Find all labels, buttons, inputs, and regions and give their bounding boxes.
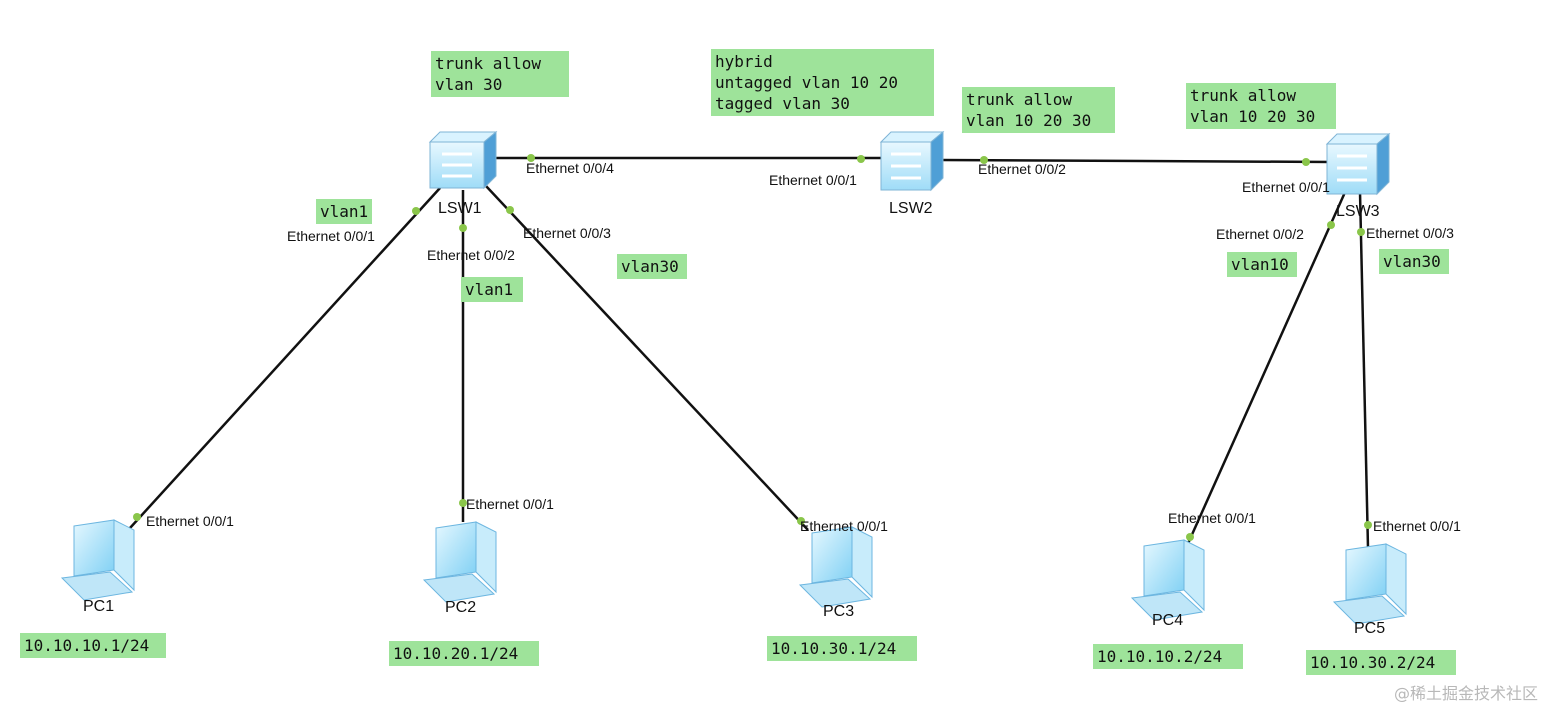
watermark: @稀土掘金技术社区	[1393, 684, 1538, 703]
port-dot	[459, 499, 467, 507]
port-dot	[857, 155, 865, 163]
pc1-ip-note: 10.10.10.1/24	[20, 633, 166, 658]
pc-icon[interactable]	[798, 526, 873, 608]
port-dot	[980, 156, 988, 164]
link-lsw1-pc3	[485, 185, 809, 531]
link-lsw1-pc1	[129, 187, 441, 529]
port-dot	[506, 206, 514, 214]
lsw1-port3-vlan: vlan30	[617, 254, 687, 279]
lsw3-port2-vlan: vlan10	[1227, 252, 1297, 277]
port-dot	[1357, 228, 1365, 236]
lsw1-port1-vlan: vlan1	[316, 199, 373, 224]
pc2-port-e001-label: Ethernet 0/0/1	[466, 496, 554, 512]
port-dot	[459, 224, 467, 232]
pc1-port-e001-label: Ethernet 0/0/1	[146, 513, 234, 529]
lsw1-port-e002-label: Ethernet 0/0/2	[427, 247, 515, 263]
pc5-port-e001-label: Ethernet 0/0/1	[1373, 518, 1461, 534]
pc-icon[interactable]	[60, 519, 135, 601]
port-dot	[527, 154, 535, 162]
port-dot	[1327, 221, 1335, 229]
port-dot	[133, 513, 141, 521]
pc-icon[interactable]	[422, 521, 497, 603]
pc3-label: PC3	[823, 603, 855, 620]
pc5-ip-note: 10.10.30.2/24	[1306, 650, 1456, 675]
pc3-ip-note: 10.10.30.1/24	[767, 636, 917, 661]
pc5-label: PC5	[1354, 620, 1386, 637]
lsw2-hybrid-note: hybrid untagged vlan 10 20 tagged vlan 3…	[711, 49, 934, 116]
lsw1-trunk-note: trunk allow vlan 30	[431, 51, 569, 97]
lsw1-label: LSW1	[438, 200, 482, 217]
lsw1-port-e003-label: Ethernet 0/0/3	[523, 225, 611, 241]
port-dot	[1186, 533, 1194, 541]
pc1-label: PC1	[83, 598, 115, 615]
lsw2-port-e002-label: Ethernet 0/0/2	[978, 161, 1066, 177]
pc-icon[interactable]	[1130, 539, 1205, 621]
pc2-ip-note: 10.10.20.1/24	[389, 641, 539, 666]
pc2-label: PC2	[445, 599, 477, 616]
lsw2-label: LSW2	[889, 200, 933, 217]
switch-icon[interactable]	[1325, 132, 1391, 196]
lsw3-port-e002-label: Ethernet 0/0/2	[1216, 226, 1304, 242]
link-lsw3-pc4	[1184, 189, 1348, 549]
link-lsw2-lsw3	[939, 158, 1333, 164]
lsw2-trunk-note: trunk allow vlan 10 20 30	[962, 87, 1115, 133]
lsw1-port-e004-label: Ethernet 0/0/4	[526, 160, 614, 176]
lsw3-port3-vlan: vlan30	[1379, 249, 1449, 274]
switch-icon[interactable]	[879, 130, 945, 192]
pc4-label: PC4	[1152, 612, 1184, 629]
pc4-ip-note: 10.10.10.2/24	[1093, 644, 1243, 669]
link-lsw3-pc5	[1358, 191, 1370, 549]
lsw1-port-e001-label: Ethernet 0/0/1	[287, 228, 375, 244]
switch-icon[interactable]	[428, 130, 498, 190]
lsw2-port-e001-label: Ethernet 0/0/1	[769, 172, 857, 188]
port-dot	[797, 517, 805, 525]
pc3-port-e001-label: Ethernet 0/0/1	[800, 518, 888, 534]
port-dot	[412, 207, 420, 215]
lsw3-trunk-note: trunk allow vlan 10 20 30	[1186, 83, 1336, 129]
pc4-port-e001-label: Ethernet 0/0/1	[1168, 510, 1256, 526]
lsw1-port2-vlan: vlan1	[461, 277, 523, 302]
port-dot	[1302, 158, 1310, 166]
pc-icon[interactable]	[1332, 543, 1407, 625]
lsw3-port-e003-label: Ethernet 0/0/3	[1366, 225, 1454, 241]
lsw3-label: LSW3	[1336, 203, 1380, 220]
port-dot	[1364, 521, 1372, 529]
lsw3-port-e001-label: Ethernet 0/0/1	[1242, 179, 1330, 195]
